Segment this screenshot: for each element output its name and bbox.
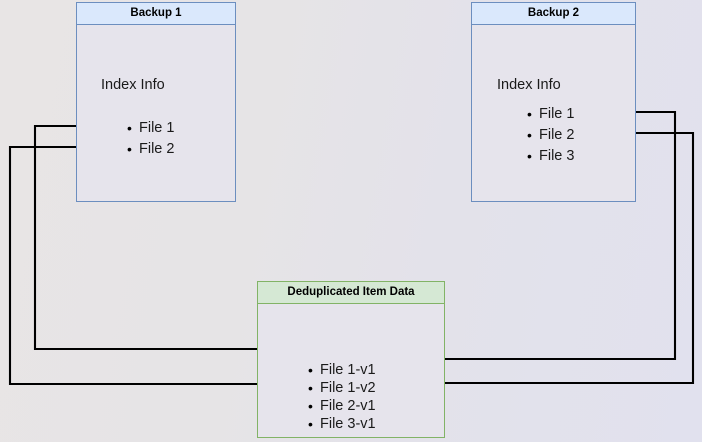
backup-1-file-list: File 1 File 2 [127, 118, 174, 160]
list-item: File 1-v2 [308, 379, 376, 397]
node-backup-1-body: Index Info File 1 File 2 [77, 25, 235, 201]
node-backup-2[interactable]: Backup 2 Index Info File 1 File 2 File 3 [471, 2, 636, 202]
backup-2-index-info-label: Index Info [497, 77, 561, 93]
list-item: File 2 [527, 125, 574, 146]
connector-backup2-file1-to-file1-v2 [392, 110, 677, 363]
node-deduplicated-item-data-body: File 1-v1 File 1-v2 File 2-v1 File 3-v1 [258, 304, 444, 437]
list-item: File 3 [527, 146, 574, 167]
list-item: File 1-v1 [308, 361, 376, 379]
list-item: File 2-v1 [308, 397, 376, 415]
backup-2-file-list: File 1 File 2 File 3 [527, 104, 574, 167]
connector-backup2-file2-to-file2-v1 [390, 131, 695, 387]
node-deduplicated-item-data[interactable]: Deduplicated Item Data File 1-v1 File 1-… [257, 281, 445, 438]
list-item: File 1 [127, 118, 174, 139]
backup-1-index-info-label: Index Info [101, 77, 165, 93]
list-item: File 2 [127, 139, 174, 160]
node-deduplicated-item-data-header: Deduplicated Item Data [258, 282, 444, 304]
node-backup-2-header: Backup 2 [472, 3, 635, 25]
dedup-file-list: File 1-v1 File 1-v2 File 2-v1 File 3-v1 [308, 361, 376, 433]
connector-backup1-file2-to-file2-v1 [8, 145, 298, 388]
node-backup-1[interactable]: Backup 1 Index Info File 1 File 2 [76, 2, 236, 202]
node-backup-1-header: Backup 1 [77, 3, 235, 25]
list-item: File 3-v1 [308, 415, 376, 433]
node-backup-2-body: Index Info File 1 File 2 File 3 [472, 25, 635, 201]
list-item: File 1 [527, 104, 574, 125]
